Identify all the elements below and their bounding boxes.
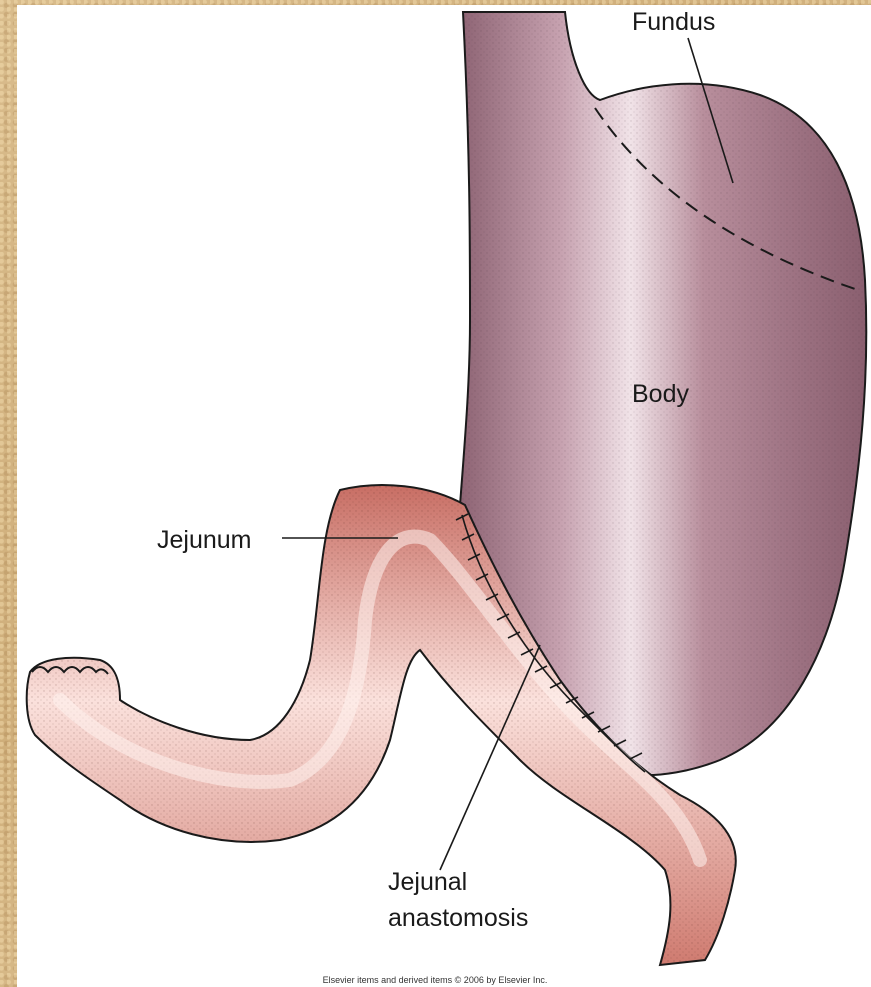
- body-label: Body: [632, 380, 689, 408]
- copyright-notice: Elsevier items and derived items © 2006 …: [323, 975, 548, 985]
- anastomosis-label-line1: Jejunal: [388, 868, 467, 896]
- jejunum-label: Jejunum: [157, 526, 252, 554]
- anastomosis-label-line2: anastomosis: [388, 904, 528, 932]
- fundus-label: Fundus: [632, 8, 715, 36]
